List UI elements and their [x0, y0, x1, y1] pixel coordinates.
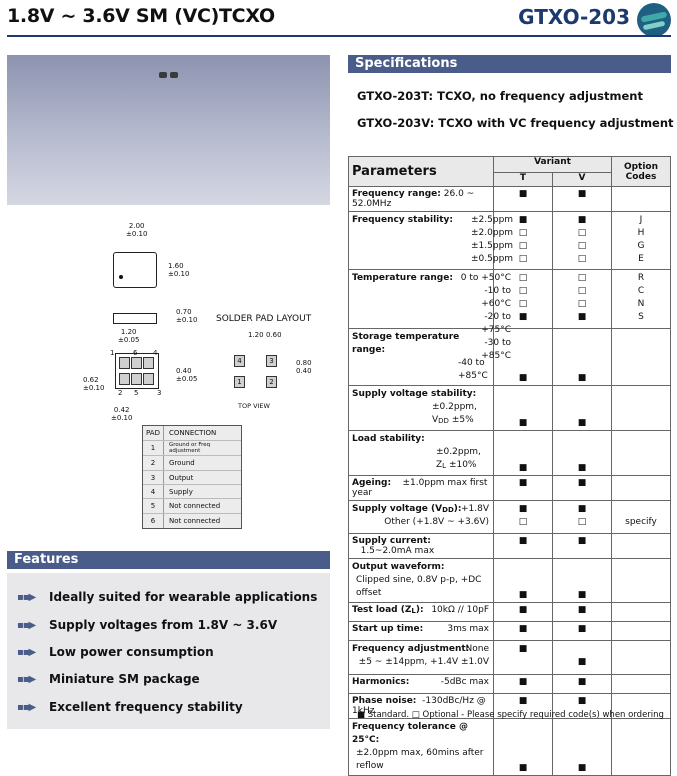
- dim-label: ±0.05: [176, 375, 198, 383]
- arrow-right-icon: ▪▪▶: [17, 674, 36, 685]
- dim-label: 0.60: [266, 331, 282, 339]
- dim-label: ±0.10: [111, 414, 133, 422]
- table-header: T: [493, 172, 553, 187]
- dim-label: 0.40: [176, 367, 192, 375]
- dim-label: 2.00: [128, 222, 145, 230]
- product-name: GTXO-203: [518, 5, 630, 29]
- list-item: Ideally suited for wearable applications: [49, 590, 318, 604]
- spec-variant-v: GTXO-203V: TCXO with VC frequency adjust…: [357, 116, 674, 130]
- top-view-label: TOP VIEW: [238, 402, 270, 410]
- table-row: Frequency adjustment:None±5 ~ ±14ppm, +1…: [348, 640, 671, 675]
- bottom-outline: [115, 353, 159, 389]
- table-row: Harmonics:-5dBc max ■■: [348, 674, 671, 694]
- table-header: Option Codes: [611, 156, 671, 187]
- pin-label: 2: [118, 389, 123, 397]
- side-outline: [113, 313, 157, 324]
- top-outline: [113, 252, 157, 288]
- arrow-right-icon: ▪▪▶: [17, 620, 36, 631]
- table-row: Supply voltage stability:±0.2ppm, VDD ±5…: [348, 385, 671, 431]
- list-item: Low power consumption: [49, 645, 214, 659]
- pin-label: 3: [157, 389, 162, 397]
- dim-label: 0.62: [83, 376, 99, 384]
- list-item: Supply voltages from 1.8V ~ 3.6V: [49, 618, 278, 632]
- table-row: Supply current: 1.5~2.0mA max ■■: [348, 533, 671, 559]
- dim-label: ±0.05: [118, 336, 140, 344]
- table-row: Temperature range: 0 to +50°C-10 to +60°…: [348, 269, 671, 361]
- pin-label: 1: [110, 349, 115, 357]
- table-row: Load stability:±0.2ppm, ZL ±10% ■■: [348, 430, 671, 476]
- table-header: Variant: [493, 156, 612, 173]
- pin1-dot-icon: [119, 275, 123, 279]
- solder-pad: 2: [266, 376, 277, 388]
- dim-label: 1.20: [248, 331, 264, 339]
- list-item: Excellent frequency stability: [49, 700, 243, 714]
- legend-footnote: ■ Standard. □ Optional - Please specify …: [357, 710, 664, 720]
- dim-label: 1.20: [120, 328, 137, 336]
- solder-pad: 1: [234, 376, 245, 388]
- product-photo: [7, 55, 330, 205]
- features-heading: Features: [7, 551, 330, 569]
- dim-label: ±0.10: [168, 270, 190, 278]
- solder-pad: 3: [266, 355, 277, 367]
- dim-label: 0.42: [113, 406, 130, 414]
- table-row: Ageing: ±1.0ppm max first year ■■: [348, 475, 671, 501]
- table-header: Parameters: [348, 156, 494, 187]
- table-row: Frequency tolerance @ 25°C:±2.0ppm max, …: [348, 718, 671, 776]
- pin-label: 6: [133, 349, 138, 357]
- table-row: Start up time:3ms max ■■: [348, 621, 671, 641]
- page-title: 1.8V ~ 3.6V SM (VC)TCXO: [7, 5, 275, 27]
- table-row: Frequency stability: ±2.5ppm±2.0ppm±1.5p…: [348, 211, 671, 270]
- pin-label: 5: [134, 389, 139, 397]
- specifications-heading: Specifications: [348, 55, 671, 73]
- features-list: [7, 573, 330, 729]
- dim-label: ±0.10: [176, 316, 198, 324]
- crystal-chip-icon: [170, 72, 178, 78]
- table-row: Storage temperature range:-40 to +85°C ■…: [348, 328, 671, 386]
- parameters-table: Parameters Variant Option Codes T V Freq…: [348, 156, 671, 776]
- table-header: PAD: [146, 429, 160, 437]
- dim-label: 0.80: [296, 359, 312, 367]
- spec-variant-t: GTXO-203T: TCXO, no frequency adjustment: [357, 89, 643, 103]
- solder-pad: 4: [234, 355, 245, 367]
- table-header: V: [552, 172, 612, 187]
- company-logo-icon: [637, 3, 671, 37]
- table-header: CONNECTION: [169, 429, 217, 437]
- dim-label: 1.60: [168, 262, 184, 270]
- dim-label: 0.40: [296, 367, 312, 375]
- dim-label: ±0.10: [83, 384, 105, 392]
- table-row: Test load (ZL):10kΩ // 10pF ■■: [348, 602, 671, 622]
- pin-label: 4: [153, 349, 158, 357]
- crystal-chip-icon: [159, 72, 167, 78]
- table-row: Phase noise: -130dBc/Hz @ 1kHz ■■: [348, 693, 671, 719]
- table-row: Frequency range: 26.0 ~ 52.0MHz ■■: [348, 186, 671, 212]
- list-item: Miniature SM package: [49, 672, 200, 686]
- table-row: Output waveform:Clipped sine, 0.8V p-p, …: [348, 558, 671, 603]
- dim-label: 0.70: [176, 308, 192, 316]
- arrow-right-icon: ▪▪▶: [17, 647, 36, 658]
- solder-pad-title: SOLDER PAD LAYOUT: [216, 314, 312, 324]
- dim-label: ±0.10: [126, 230, 148, 238]
- header-divider: [7, 35, 671, 37]
- arrow-right-icon: ▪▪▶: [17, 592, 36, 603]
- arrow-right-icon: ▪▪▶: [17, 702, 36, 713]
